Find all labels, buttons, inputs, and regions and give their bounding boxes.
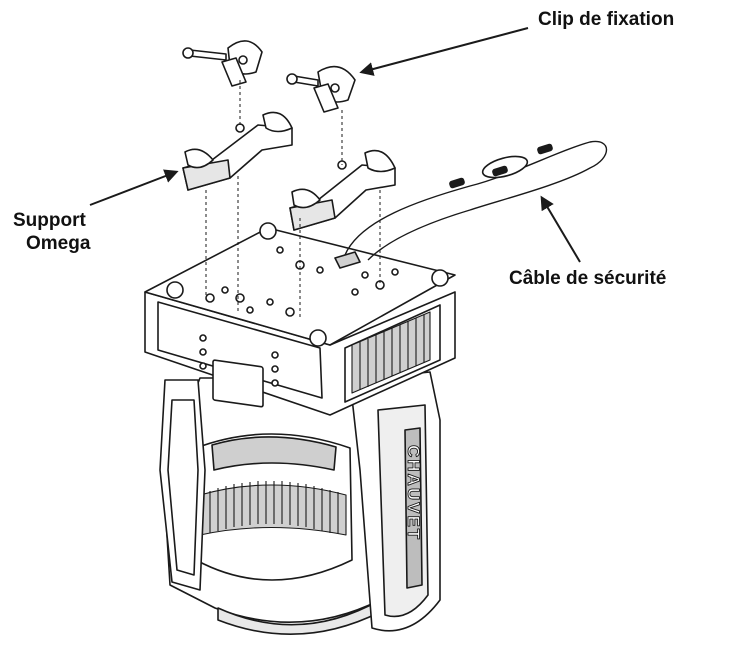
clamp-left	[182, 40, 263, 87]
label-omega-bracket-line1: Support	[13, 210, 86, 231]
omega-bracket-right	[289, 149, 396, 231]
yoke-logo: CHAUVET	[404, 445, 423, 541]
label-mounting-clip: Clip de fixation	[538, 9, 675, 30]
control-buttons	[199, 334, 279, 387]
omega-bracket-left	[182, 111, 293, 191]
moving-head	[195, 433, 353, 581]
yoke-arm-left	[159, 379, 206, 591]
arrow-support	[89, 169, 179, 206]
head-fins	[199, 481, 347, 536]
alignment-guides	[205, 80, 381, 318]
callout-arrows	[89, 27, 581, 263]
label-omega-bracket-line2: Omega	[26, 233, 91, 254]
label-safety-cable: Câble de sécurité	[509, 268, 667, 289]
display-screen	[212, 359, 264, 408]
base-vent	[351, 311, 431, 394]
clamp-right	[286, 65, 356, 113]
yoke-arm-right: CHAUVET	[349, 371, 441, 632]
arrow-cable	[540, 195, 581, 263]
arrow-clip	[359, 27, 529, 76]
base-housing	[144, 291, 456, 416]
safety-cable	[344, 140, 607, 261]
